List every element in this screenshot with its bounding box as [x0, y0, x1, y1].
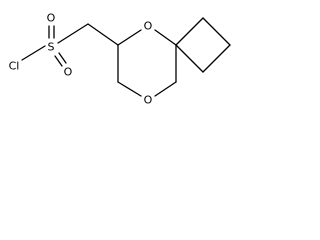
- bond-ring-c-o-top: [117, 29, 142, 46]
- atom-label-ring-oxygen-bottom: O: [144, 94, 153, 107]
- bond-spiro-cb-top: [175, 17, 204, 46]
- atom-label-sulfur: S: [48, 41, 55, 54]
- bond-cb-bottom-spiro: [175, 44, 204, 73]
- atom-label-sulfonyl-oxygen-bottom: O: [64, 66, 73, 79]
- bond-s-o-bottom-a: [54, 55, 63, 67]
- atom-label-ring-oxygen-top: O: [144, 20, 153, 33]
- bond-ch2-ring: [87, 23, 119, 46]
- molecule-structure: Cl S O O O O: [9, 12, 231, 107]
- bond-cl-s: [21, 45, 46, 61]
- bond-s-ch2: [57, 23, 89, 44]
- bond-cb-top-right: [202, 17, 231, 46]
- bond-o-top-spiro: [154, 29, 177, 46]
- bond-s-o-bottom-b: [58, 52, 67, 64]
- atom-label-chlorine: Cl: [9, 60, 20, 73]
- bond-o-bottom-ch2: [117, 81, 142, 97]
- bond-ch2-o-bottom: [154, 81, 177, 97]
- atom-label-sulfonyl-oxygen-top: O: [47, 12, 56, 25]
- bond-cb-right-bottom: [202, 44, 231, 73]
